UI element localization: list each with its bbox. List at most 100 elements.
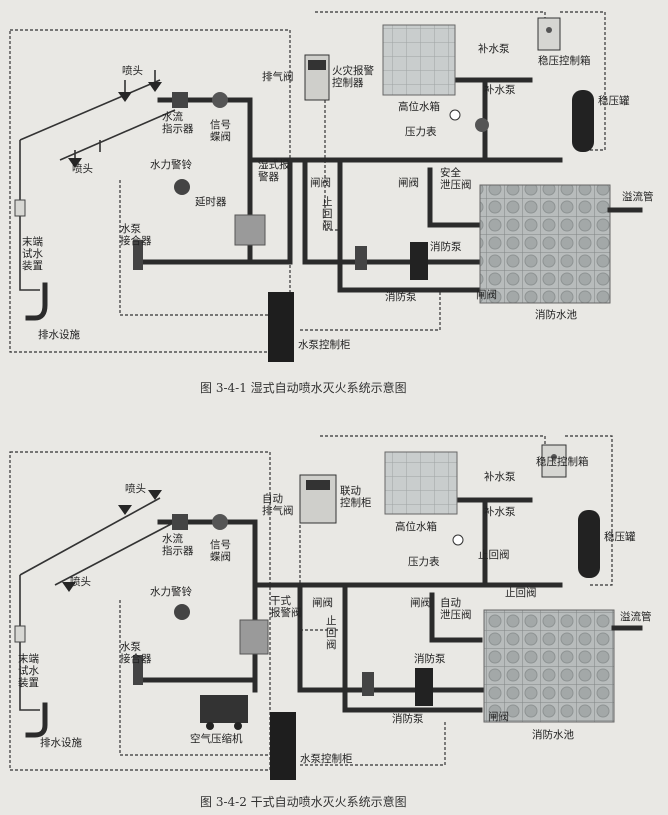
signal-valve-icon — [212, 92, 228, 108]
signal-line-bottom — [119, 180, 270, 316]
fig1-label-wet-alarm: 湿式报警器 — [258, 158, 290, 183]
end-test-gauge — [14, 199, 26, 217]
fig2-label-air-comp: 空气压缩机 — [190, 732, 243, 745]
fig2-label-stab-tank: 稳压罐 — [604, 530, 636, 543]
fig1-label-gate-valve-1: 闸阀 — [310, 176, 331, 189]
drain-pipe — [25, 282, 48, 321]
fig1-label-delay: 延时器 — [195, 196, 227, 208]
fig2-label-check-valve-2: 止回阀 — [505, 586, 537, 599]
fig1-label-fire-pump-b: 消防泵 — [385, 290, 417, 303]
fig1-labels: 喷头 喷头 水流指示器 信号蝶阀 排气阀 火灾报警控制器 高位水箱 补水泵 补水… — [22, 42, 654, 395]
fig1-label-fire-alarm: 火灾报警控制器 — [332, 64, 374, 89]
fig2-label-flow-indicator: 水流指示器 — [162, 532, 194, 557]
fig1-label-makeup-pump-b: 补水泵 — [484, 83, 516, 96]
end-test-pipe — [19, 140, 40, 291]
fig2-label-makeup-pump-b: 补水泵 — [484, 505, 516, 518]
pump-connector-icon-2 — [133, 655, 143, 685]
signal-line-top — [315, 11, 546, 20]
fig1-label-drain: 排水设施 — [38, 328, 80, 341]
fig2-label-check-valve-top: 止回阀 — [478, 548, 510, 561]
signal-line-bottom-2 — [119, 600, 270, 756]
fig1-label-makeup-pump-a: 补水泵 — [478, 42, 510, 55]
fig1-label-sprinkler-left: 喷头 — [72, 163, 93, 175]
fig2-label-drain: 排水设施 — [40, 736, 82, 749]
fire-pump-1 — [410, 242, 428, 280]
safety-line-2 — [429, 592, 483, 643]
fig1-label-safety-valve: 安全泄压阀 — [440, 166, 472, 191]
stabilizer-control-box — [537, 17, 561, 51]
fig2-label-fire-pool: 消防水池 — [532, 728, 574, 741]
flow-indicator-icon — [172, 92, 188, 108]
fig1-label-water-bell: 水力警铃 — [150, 158, 192, 171]
sprinkler-heads — [68, 82, 162, 168]
fig2-label-stab-box: 稳压控制箱 — [536, 455, 589, 468]
fig1-label-exhaust-valve: 排气阀 — [262, 70, 294, 83]
fig1-label-high-tank: 高位水箱 — [398, 100, 440, 113]
fig1-label-check-valve: 止回阀 — [322, 196, 333, 232]
fire-pump-3 — [415, 668, 433, 706]
pump-line-2 — [342, 582, 483, 713]
fig2-label-sprinkler-top: 喷头 — [125, 483, 146, 495]
branch-pipe-1 — [19, 79, 161, 141]
branch-pipe-3 — [19, 497, 161, 576]
fig2-label-pump-cabinet: 水泵控制柜 — [300, 752, 353, 765]
pressure-gauge-icon — [449, 109, 461, 121]
fig1-label-stab-tank: 稳压罐 — [598, 94, 630, 107]
fig2-label-check-valve: 止回阀 — [326, 615, 337, 651]
high-water-tank-2 — [384, 451, 458, 515]
fig2-label-gate-valve-3: 闸阀 — [488, 710, 509, 723]
dry-alarm-valve-icon — [239, 619, 269, 655]
signal-line-right-2 — [565, 435, 613, 586]
fig1-caption: 图 3-4-1 湿式自动喷水灭火系统示意图 — [200, 380, 407, 395]
water-bell-icon — [174, 179, 190, 195]
signal-line-pump-2 — [300, 720, 446, 766]
figure-wet-system — [9, 11, 643, 362]
pump-connector-icon — [133, 240, 143, 270]
stabilizer-tank — [572, 90, 594, 152]
flow-indicator-icon-2 — [172, 514, 188, 530]
end-test-gauge-2 — [14, 625, 26, 643]
fig2-label-connector: 水泵接合器 — [120, 641, 152, 665]
drain-pipe-2 — [25, 702, 48, 738]
fig1-label-gate-valve-3: 闸阀 — [476, 288, 497, 301]
water-bell-icon-2 — [174, 604, 190, 620]
fig2-labels: 喷头 喷头 水流指示器 信号蝶阀 自动排气阀 联动控制柜 高位水箱 补水泵 补水… — [18, 455, 652, 809]
fig1-label-sprinkler-top: 喷头 — [122, 65, 143, 77]
fig2-label-auto-exhaust: 自动排气阀 — [262, 492, 294, 517]
fig1-label-gate-valve-2: 闸阀 — [398, 176, 419, 189]
pump-feed — [302, 157, 543, 265]
stabilizer-tank-2 — [578, 510, 600, 578]
stab-box-lamp-2 — [551, 454, 557, 460]
fig2-label-link-cabinet: 联动控制柜 — [340, 485, 372, 509]
fig2-label-signal-valve: 信号蝶阀 — [210, 539, 231, 563]
signal-line-pump — [300, 290, 441, 331]
fig2-label-safety-valve: 自动泄压阀 — [440, 596, 472, 621]
stabilizer-control-box-2 — [541, 444, 567, 478]
fig1-label-stab-box: 稳压控制箱 — [538, 54, 591, 67]
signal-line-right — [560, 11, 606, 151]
fig1-label-end-test: 末端试水装置 — [22, 235, 43, 272]
fig1-label-connector: 水泵接合器 — [120, 223, 152, 247]
fig2-label-sprinkler-left: 喷头 — [70, 576, 91, 588]
fig2-label-fire-pump-b: 消防泵 — [392, 712, 424, 725]
figure-dry-system — [9, 435, 643, 780]
alarm-loop — [247, 157, 293, 265]
air-comp-wheel-2 — [234, 722, 242, 730]
branch-pipe-4 — [54, 521, 176, 586]
link-cabinet-screen — [306, 480, 330, 490]
fig1-label-signal-valve: 信号蝶阀 — [210, 119, 231, 143]
signal-valve-icon-2 — [212, 514, 228, 530]
fig1-label-overflow: 溢流管 — [622, 190, 654, 203]
fig2-caption: 图 3-4-2 干式自动喷水灭火系统示意图 — [200, 794, 407, 809]
pump-control-cabinet-2 — [270, 712, 296, 780]
fig1-label-pressure-gauge: 压力表 — [405, 125, 437, 138]
fig1-label-pump-cabinet: 水泵控制柜 — [298, 338, 351, 351]
branch-pipe-2 — [59, 109, 176, 161]
pressure-gauge-icon-2 — [452, 534, 464, 546]
pump-line — [337, 157, 483, 293]
air-comp-wheel-1 — [206, 722, 214, 730]
fig2-label-dry-alarm: 干式报警阀 — [270, 594, 302, 619]
fig2-label-pressure-gauge: 压力表 — [408, 555, 440, 568]
fire-water-pool-2 — [483, 609, 615, 723]
fig2-label-gate-valve-2: 闸阀 — [410, 596, 431, 609]
